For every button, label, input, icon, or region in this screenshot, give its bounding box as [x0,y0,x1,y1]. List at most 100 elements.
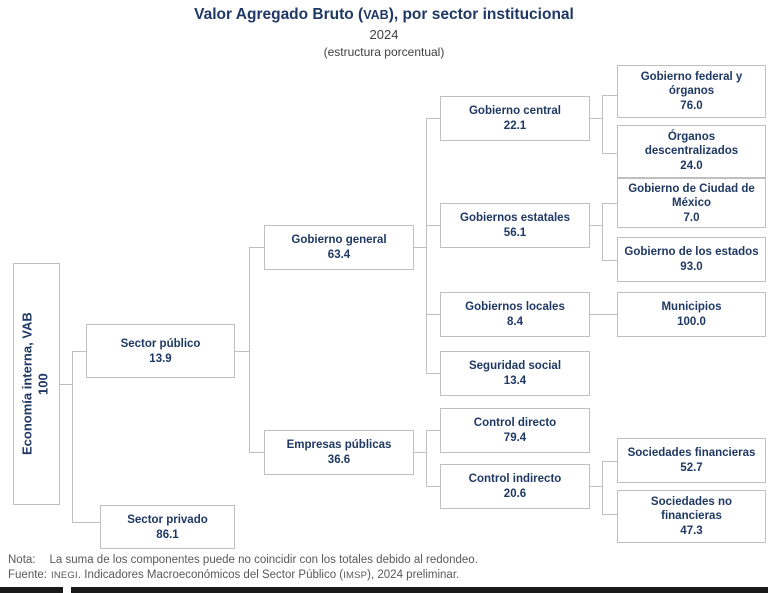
node-gobierno-estados[interactable]: Gobierno de los estados 93.0 [617,237,766,282]
node-value: 22.1 [503,120,527,132]
node-label: Órganos descentralizados [644,131,739,157]
node-label: Gobierno general [291,234,387,246]
node-municipios[interactable]: Municipios 100.0 [617,292,766,337]
node-value: 63.4 [327,249,351,261]
node-seguridad-social[interactable]: Seguridad social 13.4 [440,351,590,396]
node-label: Sociedades no financieras [650,496,733,522]
node-gobierno-general[interactable]: Gobierno general 63.4 [264,225,414,270]
node-value: 13.9 [149,352,172,365]
footer-note-label: Nota: [8,554,36,566]
node-value: 100.0 [677,316,706,328]
node-label: Gobierno federal y órganos [640,71,743,97]
node-label: Empresas públicas [286,439,392,451]
connector-controlindirecto-stub [590,486,602,487]
node-label: Control indirecto [468,473,562,485]
footer-source-text-a: . Indicadores Macroeconómicos del Sector… [77,569,344,581]
chart-year: 2024 [369,27,399,42]
connector-gobgeneral-to-gobcentral [426,118,440,119]
connector-gobcentral-trunk [602,95,603,153]
connector-gobestatales-to-cdmx [602,203,617,204]
chart-title-block: Valor Agregado Bruto (VAB), por sector i… [0,5,768,60]
connector-gobcentral-stub [590,118,602,119]
node-value: 93.0 [680,261,703,273]
node-value: 100 [35,373,51,395]
title-acronym-vab: VAB [363,8,389,22]
node-value: 36.6 [327,454,351,466]
node-label: Sector privado [127,513,208,526]
node-sociedades-financieras[interactable]: Sociedades financieras 52.7 [617,438,766,483]
footer-source-acronym-imsp: IMSP [343,570,368,581]
connector-controlindirecto-to-socfinancieras [602,461,617,462]
node-control-directo[interactable]: Control directo 79.4 [440,408,590,453]
connector-sectorpublico-trunk [249,247,250,452]
node-label: Gobierno de los estados [624,246,759,258]
connector-gobestatales-to-estados [602,260,617,261]
connector-gobgeneral-trunk [426,118,427,373]
node-label: Control directo [473,417,557,429]
connector-gobgeneral-to-goblocales [426,314,440,315]
node-empresas-publicas[interactable]: Empresas públicas 36.6 [264,430,414,475]
connector-gobestatales-stub [590,225,602,226]
footer-note-row: Nota: La suma de los componentes puede no… [8,553,760,568]
node-gobierno-cdmx[interactable]: Gobierno de Ciudad de México 7.0 [617,178,766,228]
node-label: Gobierno central [468,105,562,117]
node-value: 47.3 [680,525,703,537]
node-value: 8.4 [507,316,523,328]
page-title: Valor Agregado Bruto (VAB), por sector i… [0,5,768,25]
connector-gobgeneral-stub [414,247,426,248]
node-gobierno-federal-organos[interactable]: Gobierno federal y órganos 76.0 [617,65,766,118]
node-value: 56.1 [503,227,527,239]
node-label: Gobierno de Ciudad de México [628,182,755,209]
connector-gobcentral-to-organos [602,153,617,154]
connector-empresas-stub [414,452,426,453]
connector-sectorpublico-to-gobgeneral [249,247,264,248]
node-value: 13.4 [503,375,527,387]
connector-gobgeneral-to-seguridadsocial [426,373,440,374]
node-sector-publico[interactable]: Sector público 13.9 [86,324,235,378]
node-control-indirecto[interactable]: Control indirecto 20.6 [440,464,590,509]
node-sector-privado[interactable]: Sector privado 86.1 [100,505,235,549]
connector-root-trunk [72,351,73,522]
node-value: 86.1 [156,528,179,541]
footer-source-text-b: ), 2024 preliminar. [367,569,460,581]
footer-note-text: La suma de los componentes puede no coin… [49,554,478,566]
connector-empresas-to-controldirecto [426,430,440,431]
node-value: 79.4 [503,432,527,444]
title-main-before: Valor Agregado Bruto ( [194,6,364,23]
node-value: 76.0 [680,100,703,112]
node-label: Sector público [120,337,201,350]
footer-source-row: Fuente: INEGI. Indicadores Macroeconómico… [8,568,760,583]
node-value: 52.7 [680,462,703,474]
node-value: 7.0 [683,211,700,224]
connector-empresas-to-controlindirecto [426,486,440,487]
footer-notes: Nota: La suma de los componentes puede no… [8,553,760,583]
node-label: Economía interna, VAB [19,312,35,456]
node-label: Gobiernos estatales [460,212,570,224]
connector-sectorpublico-stub [235,351,249,352]
node-label: Municipios [661,301,722,313]
node-label: Gobiernos locales [465,301,565,313]
footer-source-org: INEGI [51,570,78,581]
node-gobiernos-locales[interactable]: Gobiernos locales 8.4 [440,292,590,337]
connector-gobestatales-trunk [602,203,603,260]
node-value: 20.6 [503,488,527,500]
connector-root-to-sector-privado [72,522,100,523]
connector-controlindirecto-trunk [602,461,603,514]
chart-subtitle: (estructura porcentual) [323,45,445,59]
node-gobierno-central[interactable]: Gobierno central 22.1 [440,96,590,141]
bottom-edge-notch [63,587,71,593]
node-sociedades-no-financieras[interactable]: Sociedades no financieras 47.3 [617,490,766,543]
footer-source-label: Fuente: [8,569,47,581]
connector-gobgeneral-to-gobestatales [426,225,440,226]
connector-sectorpublico-to-empresas [249,452,264,453]
node-organos-descentralizados[interactable]: Órganos descentralizados 24.0 [617,125,766,178]
node-economia-interna[interactable]: Economía interna, VAB 100 [13,263,60,505]
title-main-after: ), por sector institucional [388,6,574,23]
connector-root-to-sector-publico [72,351,86,352]
node-gobiernos-estatales[interactable]: Gobiernos estatales 56.1 [440,203,590,248]
connector-goblocales-to-municipios [590,314,617,315]
connector-empresas-trunk [426,430,427,486]
node-label: Sociedades financieras [627,447,756,459]
connector-root-stub [60,384,72,385]
